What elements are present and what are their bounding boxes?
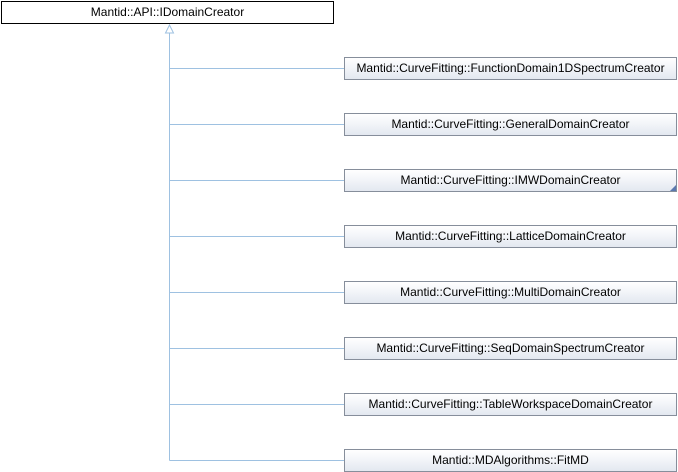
base-class-label: Mantid::API::IDomainCreator	[90, 5, 245, 19]
derived-class-node[interactable]: Mantid::MDAlgorithms::FitMD	[344, 449, 677, 472]
derived-class-node[interactable]: Mantid::CurveFitting::IMWDomainCreator	[344, 169, 677, 192]
derived-class-node[interactable]: Mantid::CurveFitting::GeneralDomainCreat…	[344, 113, 677, 136]
derived-class-label: Mantid::CurveFitting::FunctionDomain1DSp…	[356, 61, 665, 75]
edge-group	[164, 23, 344, 461]
derived-class-label: Mantid::CurveFitting::LatticeDomainCreat…	[395, 229, 626, 243]
derived-class-label: Mantid::CurveFitting::TableWorkspaceDoma…	[368, 397, 653, 411]
derived-class-node[interactable]: Mantid::CurveFitting::TableWorkspaceDoma…	[344, 393, 677, 416]
base-class-node[interactable]: Mantid::API::IDomainCreator	[1, 1, 334, 24]
derived-class-node[interactable]: Mantid::CurveFitting::FunctionDomain1DSp…	[344, 57, 677, 80]
derived-class-node[interactable]: Mantid::CurveFitting::LatticeDomainCreat…	[344, 225, 677, 248]
derived-class-label: Mantid::CurveFitting::IMWDomainCreator	[400, 173, 621, 187]
derived-class-node[interactable]: Mantid::CurveFitting::SeqDomainSpectrumC…	[344, 337, 677, 360]
inheritance-arrowhead-icon	[164, 23, 175, 34]
derived-class-node[interactable]: Mantid::CurveFitting::MultiDomainCreator	[344, 281, 677, 304]
derived-class-label: Mantid::MDAlgorithms::FitMD	[432, 453, 589, 467]
derived-class-label: Mantid::CurveFitting::MultiDomainCreator	[400, 285, 621, 299]
collapsed-subclasses-marker-icon	[670, 185, 676, 191]
derived-class-label: Mantid::CurveFitting::SeqDomainSpectrumC…	[376, 341, 645, 355]
derived-class-label: Mantid::CurveFitting::GeneralDomainCreat…	[391, 117, 630, 131]
